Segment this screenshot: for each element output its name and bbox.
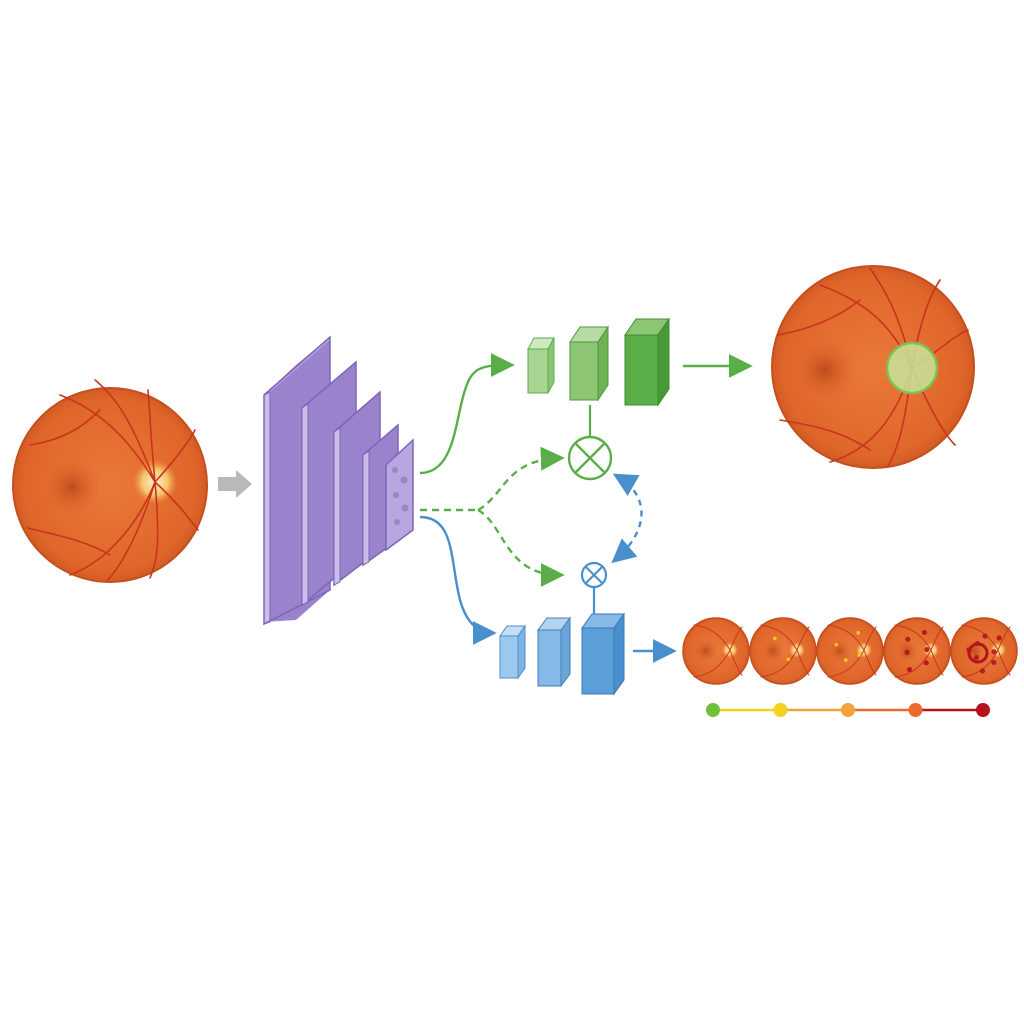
blood-vessels (693, 624, 743, 678)
optic-disc-segmentation-mask (885, 341, 939, 395)
lesions (773, 636, 791, 662)
severity-level-2-dot (773, 703, 788, 717)
input-arrow (218, 470, 252, 498)
seg-block-1 (527, 337, 555, 394)
encoder-feature-stack (263, 335, 414, 626)
grade-fundus-5 (950, 617, 1018, 685)
blood-vessels (894, 624, 944, 678)
fusion-operator-bottom (580, 561, 608, 615)
segmentation-branch-line (419, 353, 515, 475)
lesions (904, 629, 930, 673)
grading-branch-line (419, 515, 497, 645)
encoder-layer-5 (385, 438, 414, 552)
output-segmentation-fundus (771, 265, 975, 469)
grade-block-2 (537, 616, 571, 688)
seg-block-2 (569, 325, 609, 402)
grading-decoder (499, 612, 625, 696)
grade-fundus-2 (749, 617, 817, 685)
input-fundus-image (12, 379, 208, 583)
fusion-dashed-top (477, 446, 565, 512)
grade-fundus-1 (682, 617, 750, 685)
grade-block-3 (581, 612, 625, 696)
lesions (834, 631, 861, 662)
grade-block-1 (499, 624, 526, 680)
severity-level-1-dot (706, 703, 720, 717)
severity-level-4-dot (908, 703, 923, 717)
severity-level-5-dot (976, 703, 990, 717)
fusion-operator-top (567, 405, 613, 481)
blood-vessels (760, 624, 810, 678)
blood-vessels (961, 624, 1011, 678)
segmentation-decoder (527, 317, 670, 407)
severity-scale (706, 703, 990, 717)
lesions (966, 633, 1002, 674)
severity-level-3-dot (841, 703, 855, 717)
output-grading-series (682, 617, 1018, 685)
grade-fundus-3 (816, 617, 884, 685)
fusion-dashed-bottom (477, 508, 565, 587)
branch-connectors (419, 353, 643, 645)
grade-fundus-4 (883, 617, 951, 685)
blood-vessels (27, 379, 199, 581)
blood-vessels (827, 624, 877, 678)
fusion-bidirectional-link (611, 473, 643, 564)
seg-block-3 (624, 317, 670, 407)
